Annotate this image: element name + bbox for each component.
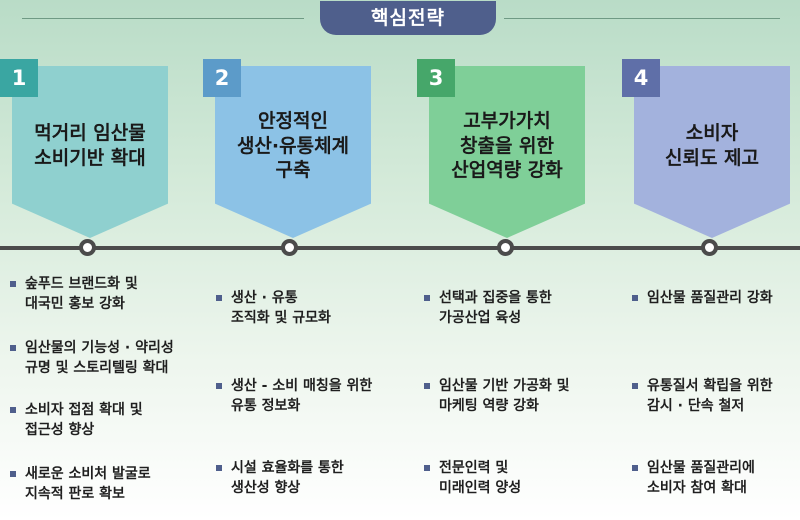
list-item: 임산물 품질관리 강화 <box>632 288 800 308</box>
square-bullet-icon <box>424 383 430 389</box>
square-bullet-icon <box>216 465 222 471</box>
strategy-number-badge: 2 <box>203 59 241 97</box>
list-item-text: 전문인력 및 미래인력 양성 <box>439 460 522 496</box>
list-item: 임산물 품질관리에 소비자 참여 확대 <box>632 458 800 498</box>
square-bullet-icon <box>10 345 16 351</box>
list-item: 생산 - 소비 매칭을 위한 유통 정보화 <box>216 376 406 416</box>
strategy-number-badge: 1 <box>0 59 38 97</box>
list-item-text: 숲푸드 브랜드화 및 대국민 홍보 강화 <box>25 276 138 312</box>
list-item: 전문인력 및 미래인력 양성 <box>424 458 614 498</box>
list-item-text: 생산 · 유통 조직화 및 규모화 <box>231 290 331 326</box>
strategy-card-1: 1 먹거리 임산물 소비기반 확대 <box>0 59 168 238</box>
header-rule-right <box>504 18 780 19</box>
square-bullet-icon <box>10 407 16 413</box>
list-item: 임산물 기반 가공화 및 마케팅 역량 강화 <box>424 376 614 416</box>
square-bullet-icon <box>632 295 638 301</box>
header-rule-left <box>22 18 304 19</box>
list-item-text: 임산물 품질관리 강화 <box>647 290 773 306</box>
list-item-text: 임산물 기반 가공화 및 마케팅 역량 강화 <box>439 378 570 414</box>
square-bullet-icon <box>216 295 222 301</box>
chevron-shape <box>429 66 585 238</box>
list-item: 생산 · 유통 조직화 및 규모화 <box>216 288 406 328</box>
list-item-text: 생산 - 소비 매칭을 위한 유통 정보화 <box>231 378 373 414</box>
list-item: 시설 효율화를 통한 생산성 향상 <box>216 458 406 498</box>
list-item: 숲푸드 브랜드화 및 대국민 홍보 강화 <box>10 274 200 314</box>
square-bullet-icon <box>10 281 16 287</box>
list-item: 소비자 접점 확대 및 접근성 향상 <box>10 400 200 440</box>
square-bullet-icon <box>216 383 222 389</box>
strategy-label: 고부가가치 창출을 위한 산업역량 강화 <box>451 109 563 182</box>
square-bullet-icon <box>632 383 638 389</box>
strategy-card-2: 2 안정적인 생산·유통체계 구축 <box>203 59 371 238</box>
square-bullet-icon <box>424 465 430 471</box>
strategy-number-badge: 3 <box>417 59 455 97</box>
timeline-dot <box>497 239 514 256</box>
strategy-label: 안정적인 생산·유통체계 구축 <box>236 109 350 182</box>
list-item: 임산물의 기능성 · 약리성 규명 및 스토리텔링 확대 <box>10 338 200 378</box>
square-bullet-icon <box>632 465 638 471</box>
list-item: 새로운 소비처 발굴로 지속적 판로 확보 <box>10 464 200 504</box>
square-bullet-icon <box>10 471 16 477</box>
list-item-text: 소비자 접점 확대 및 접근성 향상 <box>25 402 143 438</box>
page-title: 핵심전략 <box>320 1 496 35</box>
list-item: 선택과 집중을 통한 가공산업 육성 <box>424 288 614 328</box>
list-item: 유통질서 확립을 위한 감시 · 단속 철저 <box>632 376 800 416</box>
list-item-text: 시설 효율화를 통한 생산성 향상 <box>231 460 344 496</box>
chevron-shape <box>634 66 790 238</box>
timeline-dot <box>281 239 298 256</box>
strategy-label: 소비자 신뢰도 제고 <box>664 122 759 169</box>
strategy-number-badge: 4 <box>622 59 660 97</box>
timeline-line <box>0 246 800 250</box>
strategy-label: 먹거리 임산물 소비기반 확대 <box>34 122 146 169</box>
strategy-card-3: 3 고부가가치 창출을 위한 산업역량 강화 <box>417 59 585 238</box>
timeline-dot <box>79 239 96 256</box>
list-item-text: 새로운 소비처 발굴로 지속적 판로 확보 <box>25 466 151 502</box>
chevron-shape <box>215 66 371 238</box>
list-item-text: 임산물 품질관리에 소비자 참여 확대 <box>647 460 755 496</box>
list-item-text: 유통질서 확립을 위한 감시 · 단속 철저 <box>647 378 773 414</box>
square-bullet-icon <box>424 295 430 301</box>
list-item-text: 임산물의 기능성 · 약리성 규명 및 스토리텔링 확대 <box>25 340 174 376</box>
timeline-dot <box>701 239 718 256</box>
list-item-text: 선택과 집중을 통한 가공산업 육성 <box>439 290 552 326</box>
chevron-shape <box>12 66 168 238</box>
